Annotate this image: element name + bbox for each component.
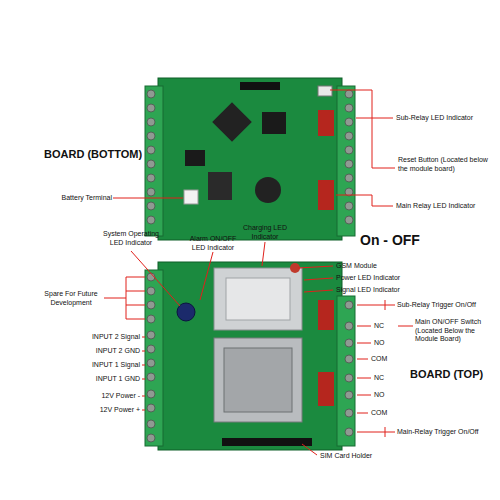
callout-label: Sub-Relay LED Indicator: [396, 114, 496, 123]
callout-label: GSM Module: [336, 262, 377, 271]
callout-label: Battery Terminal: [30, 194, 112, 203]
callout-label: Spare For Future Development: [40, 290, 102, 307]
pin-label: NC: [374, 322, 384, 331]
pcb-top: [158, 262, 342, 450]
terminal-screws: [147, 90, 353, 224]
leader-lines: [104, 90, 413, 455]
callout-label: Main-Relay Trigger On/Off: [397, 428, 497, 437]
terminal-block: [145, 270, 163, 446]
pin-label: NO: [374, 339, 385, 348]
callout-label: Main Relay LED Indicator: [396, 202, 496, 211]
inductor: [255, 177, 281, 203]
terminal-block: [337, 86, 355, 236]
callout-label: Alarm ON/OFF LED Indicator: [185, 235, 241, 252]
pin-label: NC: [374, 374, 384, 383]
gsm-shield: [226, 278, 290, 320]
relay: [318, 372, 334, 406]
sim-holder: [214, 338, 302, 422]
pin-header: [222, 438, 312, 446]
pin-label: COM: [371, 409, 387, 418]
callout-label: Power LED Indicator: [336, 274, 400, 283]
pcb-bottom: [158, 78, 342, 240]
callout-label: Main ON/OFF Switch (Located Below the Mo…: [415, 318, 497, 344]
signal-label: INPUT 2 Signal: [40, 333, 140, 342]
signal-label: INPUT 1 GND: [40, 375, 140, 384]
pin-label: COM: [371, 355, 387, 364]
callout-label: Reset Button (Located below the module b…: [398, 156, 496, 173]
microcontroller: [212, 102, 252, 142]
terminal-block: [337, 296, 355, 446]
terminal-screws: [147, 273, 353, 442]
relay: [318, 110, 334, 136]
switch-title: On - OFF: [360, 232, 420, 248]
chip: [185, 150, 205, 166]
sim-holder: [224, 348, 292, 412]
callout-label: SIM Card Holder: [320, 452, 372, 461]
signal-label: INPUT 2 GND: [40, 347, 140, 356]
relay: [318, 300, 334, 330]
signal-label: INPUT 1 Signal: [40, 361, 140, 370]
board-title: BOARD (TOP): [410, 368, 483, 381]
reset-button: [318, 86, 332, 96]
pin-label: NO: [374, 391, 385, 400]
signal-label: 12V Power -: [40, 392, 140, 401]
callout-label: Sub-Relay Trigger On/Off: [397, 301, 497, 310]
battery-connector: [184, 190, 198, 204]
callout-label: Charging LED Indicator: [240, 224, 290, 241]
callout-label: Signal LED Indicator: [336, 286, 400, 295]
terminal-block: [145, 86, 163, 236]
pin-header: [240, 82, 280, 90]
callout-label: System Operating LED Indicator: [100, 230, 162, 247]
board-title: BOARD (BOTTOM): [44, 148, 142, 161]
signal-label: 12V Power +: [40, 406, 140, 415]
relay: [318, 180, 334, 210]
chip: [262, 112, 286, 134]
regulator: [208, 172, 232, 200]
gsm-module: [214, 268, 302, 330]
